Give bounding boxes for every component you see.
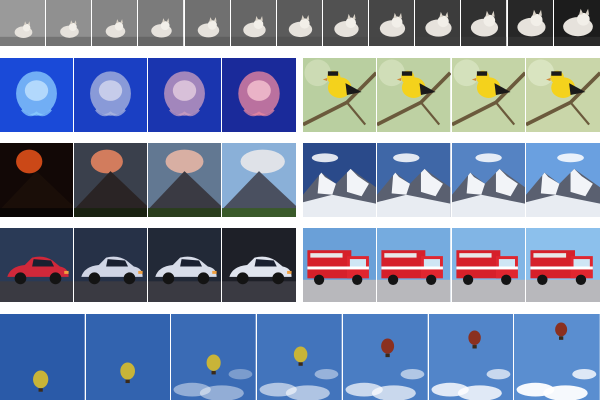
- firetruck-tile: [303, 228, 378, 302]
- volcano-tile: [148, 143, 222, 217]
- volcano-tile: [0, 143, 74, 217]
- car-tile: [0, 228, 74, 302]
- mountain-tile: [377, 143, 452, 217]
- cat-tile: [322, 0, 370, 46]
- cat-tile: [553, 0, 600, 46]
- cat-sequence-strip: [0, 0, 600, 46]
- firetruck-tile: [525, 228, 600, 302]
- bird-tile: [451, 58, 526, 132]
- cat-tile: [92, 0, 139, 46]
- cat-tile: [461, 0, 508, 46]
- balloon-tile: [0, 314, 86, 400]
- jellyfish-tile: [222, 58, 296, 132]
- firetruck-tile: [451, 228, 526, 302]
- bird-tile: [303, 58, 378, 132]
- cat-tile: [369, 0, 416, 46]
- balloon-tile: [342, 314, 429, 400]
- jellyfish-tile: [148, 58, 222, 132]
- car-tile: [74, 228, 148, 302]
- cat-tile: [415, 0, 462, 46]
- bird-tile: [377, 58, 452, 132]
- firetruck-tile: [377, 228, 452, 302]
- cat-tile: [276, 0, 323, 46]
- cat-tile: [138, 0, 185, 46]
- jellyfish-sequence-strip: [0, 58, 296, 132]
- firetruck-sequence-strip: [303, 228, 600, 302]
- cat-tile: [230, 0, 277, 46]
- car-tile: [222, 228, 296, 302]
- car-sequence-strip: [0, 228, 296, 302]
- mountain-sequence-strip: [303, 143, 600, 217]
- balloon-tile: [85, 314, 172, 400]
- mountain-tile: [451, 143, 526, 217]
- jellyfish-tile: [74, 58, 148, 132]
- balloon-tile: [428, 314, 515, 400]
- jellyfish-tile: [0, 58, 74, 132]
- cat-tile: [46, 0, 93, 46]
- volcano-sequence-strip: [0, 143, 296, 217]
- cat-tile: [507, 0, 554, 46]
- mountain-tile: [303, 143, 378, 217]
- car-tile: [148, 228, 222, 302]
- balloon-tile: [257, 314, 343, 400]
- volcano-tile: [74, 143, 148, 217]
- bird-sequence-strip: [303, 58, 600, 132]
- volcano-tile: [222, 143, 296, 217]
- balloon-sequence-strip: [0, 314, 600, 400]
- mountain-tile: [525, 143, 600, 217]
- balloon-tile: [514, 314, 600, 400]
- cat-tile: [0, 0, 47, 46]
- balloon-tile: [171, 314, 258, 400]
- cat-tile: [184, 0, 231, 46]
- bird-tile: [525, 58, 600, 132]
